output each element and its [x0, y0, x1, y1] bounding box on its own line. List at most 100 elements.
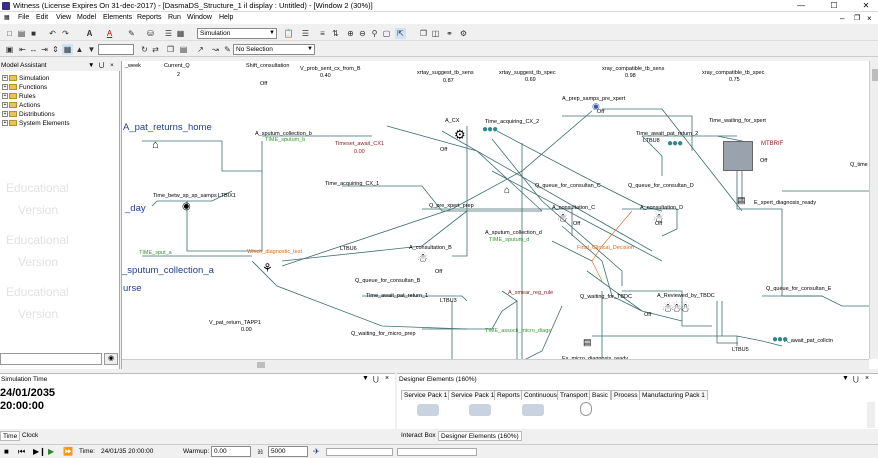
line-color-icon[interactable]: ✎	[128, 29, 135, 38]
pin-panel-icon[interactable]: ▼	[362, 375, 369, 382]
tree-item-simulation[interactable]: +Simulation	[2, 75, 50, 82]
binoculars-icon[interactable]: ◉	[104, 353, 118, 365]
distribute-icon[interactable]: ⇕	[52, 45, 59, 54]
mode-select[interactable]: Simulation▼	[197, 28, 277, 39]
menu-view[interactable]: View	[56, 14, 72, 21]
genexpert-machine-icon[interactable]	[723, 141, 753, 171]
flip-icon[interactable]: ⇄	[152, 45, 159, 54]
rotate-icon[interactable]: ↻	[141, 45, 148, 54]
menu-file[interactable]: File	[18, 14, 30, 21]
scrollbar-thumb[interactable]	[257, 362, 265, 368]
open-icon[interactable]: ▤	[17, 29, 26, 38]
queue-icon[interactable]: ●●●	[772, 334, 788, 345]
tbdc-review-icon[interactable]: ☃☃☃	[662, 301, 690, 315]
redo-icon[interactable]: ↷	[62, 29, 69, 38]
tree-item-distributions[interactable]: +Distributions	[2, 111, 55, 118]
mdi-minimize-button[interactable]: –	[840, 14, 845, 23]
fast-forward-icon[interactable]: ⏩	[63, 447, 73, 456]
step-icon[interactable]: ▶❙	[33, 447, 46, 456]
align-left-icon[interactable]: ⇤	[19, 45, 26, 54]
pin-panel-icon[interactable]: ▼	[842, 375, 849, 382]
sort-icon[interactable]: ⇅	[332, 29, 339, 38]
line-style-icon[interactable]: ☰	[164, 29, 173, 38]
designer-scrollbar[interactable]	[867, 402, 875, 428]
play-icon[interactable]: ▶	[48, 447, 55, 456]
tree-item-actions[interactable]: +Actions	[2, 102, 41, 109]
zoom-fit-icon[interactable]: ⚲	[371, 29, 378, 38]
close-panel-icon[interactable]: ×	[110, 62, 114, 69]
labor-element-icon[interactable]	[580, 402, 592, 416]
tab-designer-elements[interactable]: Designer Elements (160%)	[438, 431, 522, 441]
model-canvas[interactable]: A_pat_returns_home _day _sputum_collecti…	[121, 61, 878, 369]
layers-icon[interactable]: ◫	[431, 29, 440, 38]
close-panel-icon[interactable]: ×	[385, 375, 390, 382]
home-icon[interactable]: ⌂	[504, 185, 511, 196]
menu-window[interactable]: Window	[187, 14, 212, 21]
select-mode-icon[interactable]: ⇱	[395, 28, 406, 39]
menu-reports[interactable]: Reports	[137, 14, 162, 21]
system-menu-icon[interactable]: ▦	[4, 15, 10, 21]
queue-icon[interactable]: ●●●	[482, 124, 498, 135]
buffer-element-icon[interactable]	[469, 404, 491, 416]
bring-front-icon[interactable]: ▲	[75, 45, 84, 54]
tree-item-rules[interactable]: +Rules	[2, 93, 36, 100]
queue-icon[interactable]: ●●●	[667, 138, 683, 149]
home-icon[interactable]: ⌂	[152, 139, 159, 151]
tab-manufacturing-pack-1[interactable]: Manufacturing Pack 1	[639, 390, 708, 400]
designer-hscroll[interactable]	[397, 448, 477, 456]
tab-reports[interactable]: Reports	[494, 390, 523, 400]
part-element-icon[interactable]	[417, 404, 439, 416]
tab-transport[interactable]: Transport	[557, 390, 591, 400]
pin-icon[interactable]: ↗	[197, 45, 204, 54]
menu-help[interactable]: Help	[219, 14, 234, 21]
consultation-icon[interactable]: ☃	[557, 211, 568, 225]
vertical-scrollbar[interactable]	[869, 61, 878, 359]
dock-panel-icon[interactable]: ⋃	[853, 376, 859, 383]
zoom-window-icon[interactable]: ▢	[382, 29, 391, 38]
align-right-icon[interactable]: ⇥	[41, 45, 48, 54]
assistant-search-input[interactable]	[0, 353, 102, 365]
machine-element-icon[interactable]	[522, 404, 544, 416]
tab-basic[interactable]: Basic	[589, 390, 611, 400]
maximize-button[interactable]: ☐	[830, 1, 838, 10]
menu-run[interactable]: Run	[168, 14, 181, 21]
consultation-icon[interactable]: ☃	[417, 251, 428, 265]
align-center-icon[interactable]: ↔	[29, 45, 38, 54]
warmup-input[interactable]: 0.00	[211, 446, 251, 457]
tree-item-system-elements[interactable]: +System Elements	[2, 120, 70, 127]
tab-process[interactable]: Process	[611, 390, 641, 400]
tab-continuous[interactable]: Continuous	[521, 390, 560, 400]
close-button[interactable]: ✕	[862, 1, 870, 10]
clipboard-icon[interactable]: 📋	[283, 29, 294, 38]
lab-sample-icon[interactable]: ◉	[592, 101, 600, 111]
options-icon[interactable]: ⚙	[459, 29, 468, 38]
tab-service-pack-1b[interactable]: Service Pack 1	[448, 390, 498, 400]
display-icon[interactable]: ▣	[5, 45, 14, 54]
link-icon[interactable]: ⚭	[446, 29, 453, 38]
selection-select[interactable]: No Selection▼	[233, 44, 315, 55]
dock-panel-icon[interactable]: ⋃	[373, 376, 379, 383]
close-panel-icon[interactable]: ×	[865, 375, 870, 382]
copy-format-icon[interactable]: ❐	[166, 45, 175, 54]
snap-icon[interactable]: ▦	[62, 44, 73, 55]
zoom-in-icon[interactable]: ⊕	[347, 29, 354, 38]
tab-service-pack-1[interactable]: Service Pack 1	[401, 390, 451, 400]
stop-icon[interactable]: ■	[4, 447, 9, 456]
dock-panel-icon[interactable]: ⋃	[99, 62, 105, 69]
zoom-out-icon[interactable]: ⊖	[359, 29, 366, 38]
menu-edit[interactable]: Edit	[36, 14, 49, 21]
paste-format-icon[interactable]: ▤	[179, 45, 188, 54]
copy-icon[interactable]: ❐	[419, 29, 428, 38]
align-icon[interactable]: ≡	[320, 29, 325, 38]
tree-item-functions[interactable]: +Functions	[2, 84, 48, 91]
font-color-icon[interactable]: A	[106, 29, 113, 38]
document-icon[interactable]: ▤	[737, 195, 746, 205]
walking-speed-icon[interactable]: ✈	[313, 447, 320, 456]
fill-color-icon[interactable]: ⛁	[147, 29, 154, 38]
xray-machine-icon[interactable]: ⚙	[454, 127, 466, 142]
mdi-close-button[interactable]: ×	[867, 14, 872, 23]
save-icon[interactable]: ■	[31, 29, 36, 38]
bell-icon[interactable]: ⎂	[257, 447, 264, 456]
new-icon[interactable]: □	[7, 29, 12, 38]
menu-elements[interactable]: Elements	[103, 14, 133, 21]
